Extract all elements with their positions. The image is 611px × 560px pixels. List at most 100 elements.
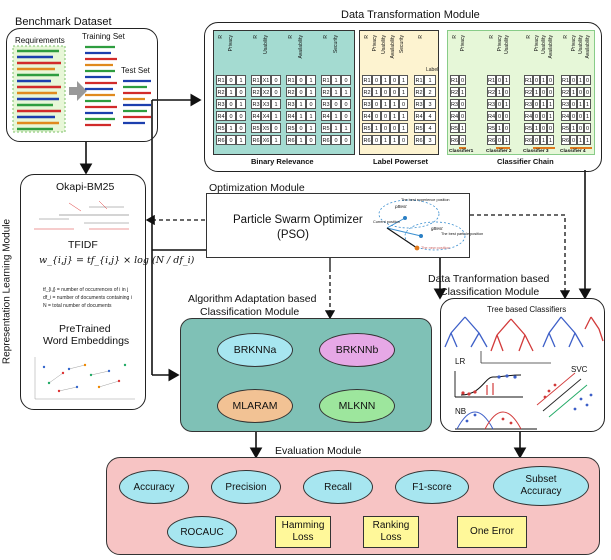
cc-row-id: R5 [524,123,533,133]
br-cell: X4 [261,111,271,121]
cc-header: Availability [585,35,591,59]
cc-cell: 1 [503,75,510,85]
metric-rocauc: ROCAUC [167,516,237,548]
br-r-header: R [323,35,329,39]
svc-label: SVC [571,365,588,374]
lp-cell: 0 [381,123,390,133]
cc-row-id: R4 [561,111,570,121]
br-label-header: Security [333,35,339,54]
model-mlaram: MLARAM [217,389,293,423]
evaluation-panel: Accuracy Precision Recall F1-score Subse… [106,457,600,555]
cc-cell: 0 [503,87,510,97]
new-position-label: The new position [421,246,450,250]
cc-cell: 1 [547,99,554,109]
representation-panel: Okapi-BM25 TFIDF w_{i,j} = tf_{i,j} × lo… [20,174,194,410]
cc-cell: 0 [570,135,577,145]
lp-label-header: Label [426,67,439,73]
br-cell: 1 [331,87,341,97]
br-cell: 0 [226,75,236,85]
cc-cell: 1 [533,123,540,133]
training-set-label: Training Set [82,32,125,41]
br-row-id: R6 [216,135,226,145]
lp-r-header: R [364,35,370,39]
br-cell: 0 [236,87,246,97]
requirements-label: Requirements [15,36,65,45]
br-cell: 1 [271,99,281,109]
cc-cell: 1 [570,123,577,133]
binary-relevance-label: Binary Relevance [251,157,314,166]
br-row-id: R2 [216,87,226,97]
classifier-graphics [444,316,604,430]
br-cell: 0 [331,135,341,145]
br-row-id: R5 [216,123,226,133]
lp-row-id-2: R4 [414,111,424,121]
cc-row-id: R3 [487,99,496,109]
nb-label: NB [455,407,467,416]
br-row-id: R2 [286,87,296,97]
model-brknna: BRKNNa [217,333,293,367]
lp-cell: 1 [372,123,381,133]
metric-precision: Precision [211,470,281,504]
cc-row-id: R6 [450,135,459,145]
br-cell: 0 [226,111,236,121]
lp-row-id-2: R6 [414,135,424,145]
cc-cell: 0 [459,111,466,121]
cc-cell: 1 [459,87,466,97]
br-cell: 0 [296,123,306,133]
lp-cell: 0 [381,87,390,97]
best-experience-label: The best experience position [401,198,450,202]
br-cell: 0 [236,123,246,133]
cc-cell: 1 [503,135,510,145]
cc-cell: 1 [547,135,554,145]
lp-header: Privacy [372,35,378,52]
br-r-header: R [253,35,259,39]
cc-row-id: R3 [524,99,533,109]
embedding-scatter-graphic [29,353,139,405]
br-cell: 1 [236,135,246,145]
br-row-id: R1 [321,75,331,85]
lp-row-id: R2 [362,87,372,97]
metric-f1-score: F1-score [395,470,469,504]
lp-cell: 0 [372,99,381,109]
br-cell: 0 [306,135,316,145]
cc-r-header: R [563,35,569,39]
cc-row-id: R3 [561,99,570,109]
cc-cell: 0 [584,87,591,97]
br-cell: 0 [271,75,281,85]
cc-classifier-label: Classifier 4 [560,149,586,154]
br-cell: 1 [226,123,236,133]
br-row-id: R1 [216,75,226,85]
lp-cell: 1 [381,75,390,85]
tfidf-title: TFIDF [68,239,98,251]
cc-cell: 0 [577,123,584,133]
test-set-label: Test Set [121,66,150,75]
cc-cell: 0 [570,75,577,85]
br-cell: X6 [261,135,271,145]
cc-cell: 0 [547,123,554,133]
lp-header: Availability [390,35,396,59]
lp-label-cell: 3 [424,135,436,145]
cc-cell: 0 [533,111,540,121]
lp-row-id: R6 [362,135,372,145]
cc-r-header: R [526,35,532,39]
br-label-header: Availability [298,35,304,59]
br-cell: 0 [271,123,281,133]
metric-subset-accuracy: Subset Accuracy [493,466,589,506]
representation-side-label: Representation Learning Module [1,218,13,365]
br-r-header: R [218,35,224,39]
br-cell: 0 [296,75,306,85]
cc-cell: 1 [496,87,503,97]
cc-cell: 0 [577,111,584,121]
okapi-formula-graphic [29,197,139,235]
cc-underline [459,147,466,149]
lp-cell: 0 [372,111,381,121]
cc-header: Usability [578,35,584,54]
lp-header: Usability [381,35,387,54]
cc-cell: 0 [547,75,554,85]
best-particle-label: The best particle position [441,232,484,236]
cc-row-id: R6 [524,135,533,145]
cc-row-id: R4 [524,111,533,121]
